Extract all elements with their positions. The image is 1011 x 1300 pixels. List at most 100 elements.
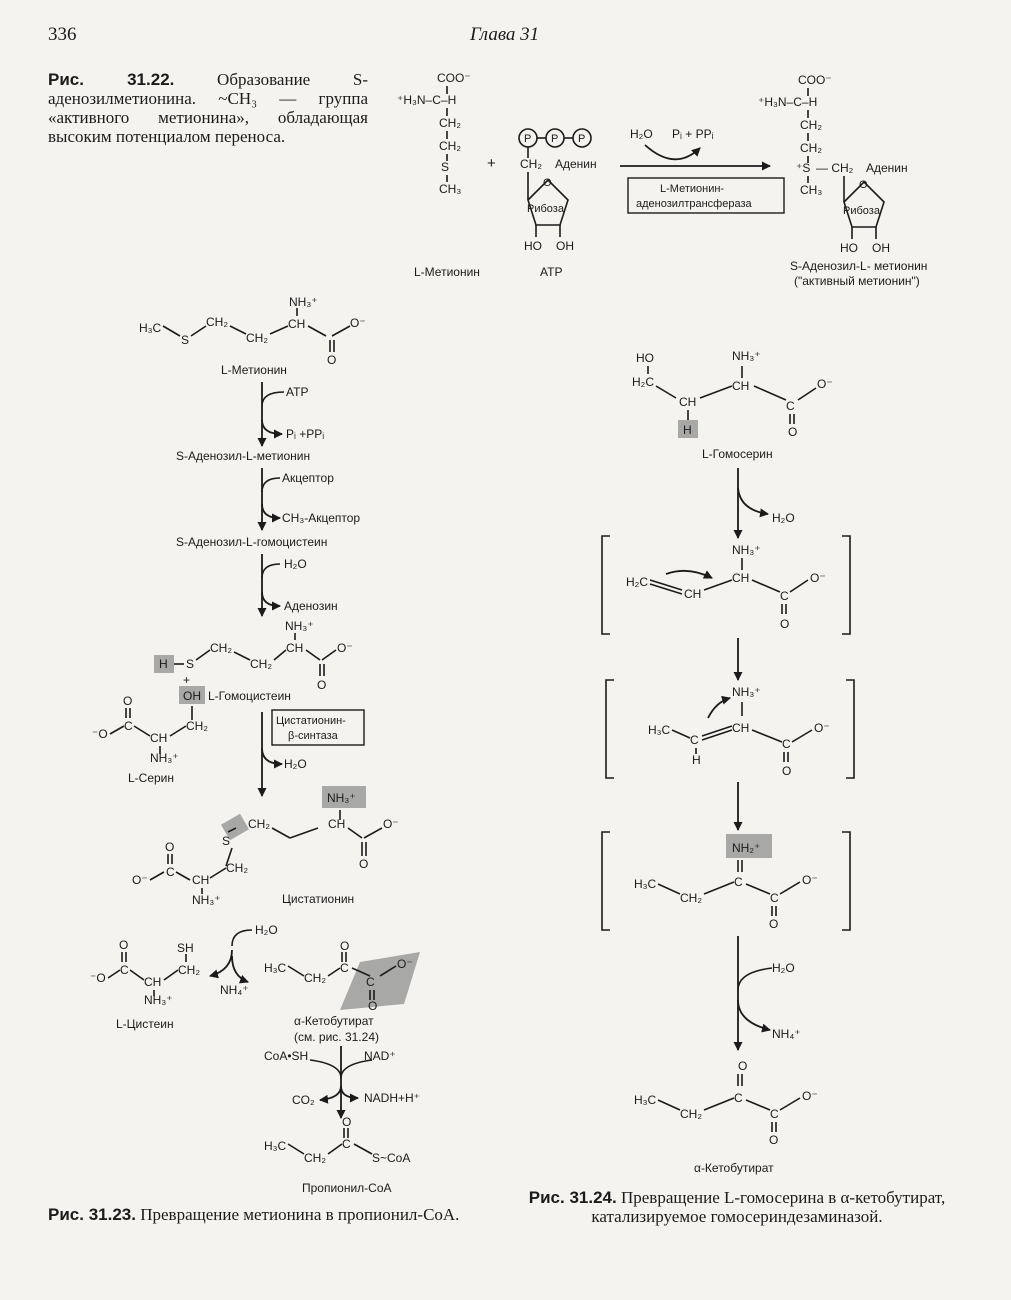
arrow-or-bracket [605,679,614,779]
carboxylate-oxygen-label: O⁻ [337,641,353,655]
sulfur-label: S [181,333,189,347]
bond-line [379,965,397,977]
carbon-label: C [786,399,795,413]
bond-line [701,725,733,737]
carbonyl-oxygen-label: O [769,1133,778,1147]
arrow-or-bracket [319,1085,342,1104]
compound-name: Пропионил-CoA [302,1181,392,1195]
bond-line [287,1143,305,1155]
ch2-label: CH₂ [304,1151,326,1165]
methyl-label: H₃C [139,321,162,335]
ammonium-label: NH₃⁺ [150,751,179,765]
fig-31-24-pathway: HO H₂C CH H CH NH₃⁺ C O O⁻ L-Гомосерин H… [601,349,855,1175]
bond-line [657,1099,681,1111]
hydrogen-label: H [159,657,168,671]
arrow-or-bracket [340,1059,373,1079]
arrow-or-bracket [644,144,701,161]
phosphate-label: P [524,133,531,145]
phosphate-label: P [551,133,558,145]
water-label: H₂O [630,127,653,141]
carbon-label: C [734,875,743,889]
thiol-label: SH [177,941,194,955]
bond-line [229,325,247,335]
arrow-or-bracket [665,569,713,579]
hydrogen-label: H [692,753,701,767]
caption-text: Превращение L-гомосерина в α-кетобутират… [591,1188,946,1226]
bond-line [162,325,181,337]
carboxylate-oxygen-label: O⁻ [383,817,399,831]
highlight-oh [179,686,205,704]
bond-line [195,649,211,661]
arrow-or-bracket [737,967,773,991]
arrow-or-bracket [842,831,851,931]
bond-line [353,1143,373,1155]
reactant-label: ATP [286,385,308,399]
highlight-nh2 [726,834,772,858]
bond-line [351,967,371,977]
bond-line [287,965,305,977]
ch-label: CH [732,379,749,393]
highlight-h [678,420,698,438]
sam-structure: COO⁻ ⁺H₃N–C–H CH₂ CH₂ ⁺S — CH₂ Аденин CH… [758,73,927,288]
adenine-label: Аденин [866,161,908,175]
ammonium-label: NH₃⁺ [732,543,761,557]
ammonium-label: NH₃⁺ [289,295,318,309]
compound-name: ("активный метионин") [794,274,920,288]
methyl-label: CH₃ [439,182,461,196]
highlight-carboxyl [340,952,420,1010]
intermediate-3: NH₂⁺ H₃C CH₂ C C O O⁻ [601,831,851,931]
phosphate-circle [572,128,592,148]
bond-line [321,649,337,661]
bond-line [655,385,677,399]
bond-line [649,579,683,591]
carbonyl-oxygen-label: O [780,617,789,631]
carbonyl-oxygen-label: O [738,1059,747,1073]
ch-label: CH [286,641,303,655]
carbon-label: C [166,865,175,879]
carboxylate-oxygen-label: O⁻ [397,957,413,971]
methyl-label: H₃C [648,723,671,737]
ch2-label: CH₂ [250,657,272,671]
caption-label: Рис. 31.22. [48,70,175,89]
carboxylate-oxygen-label: O⁻ [802,873,818,887]
carboxylate-oxygen-label: ⁻O [90,971,106,985]
arrow-or-bracket [261,391,285,407]
compound-name: L-Серин [128,771,174,785]
arrow-or-bracket [261,477,281,493]
intermediate-1: NH₃⁺ H₂C CH CH C O O⁻ [601,535,851,635]
ch2-label: CH₂ [680,1107,702,1121]
ch-label: CH [144,975,161,989]
carbon-label: C [690,733,699,747]
ch2-label: — CH₂ [816,161,854,175]
product-label: H₂O [284,757,307,771]
highlight-h [154,655,174,673]
reactant-label: H₂O [284,557,307,571]
cysteine-structure: ⁻O C O CH NH₃⁺ CH₂ SH L-Цистеин [90,938,200,1031]
caption-fig-31-24: Рис. 31.24. Превращение L-гомосерина в α… [512,1188,962,1226]
arrow-or-bracket [737,999,771,1033]
product-label: NH₄⁺ [220,983,249,997]
hydroxyl-label: OH [872,241,890,255]
compound-name: S-Аденозил-L-гомоцистеин [176,535,327,549]
enzyme-label: L-Метионин- [660,183,724,195]
bond-line [791,729,813,743]
arrow-or-bracket [340,1085,359,1103]
compound-name: L-Цистеин [116,1017,174,1031]
propionyl-coa-structure: H₃C CH₂ C O S~CoA Пропионил-CoA [264,1115,410,1195]
compound-name: L-Гомосерин [702,447,773,461]
cystathionine-structure: NH₃⁺ CH₂ CH O O⁻ S CH₂ CH NH₃⁺ C O [132,786,399,907]
ch2-label: CH₂ [178,963,200,977]
page-number: 336 [48,24,77,45]
carbon-label: C [770,891,779,905]
carboxylate-label: COO⁻ [798,73,832,87]
bond-line [107,969,121,979]
compound-name: α-Кетобутират [294,1014,374,1028]
bond-line [331,325,351,337]
carboxylate-oxygen-label: O⁻ [810,571,826,585]
ch2-label: CH₂ [800,118,822,132]
bond-line [347,827,363,839]
carbonyl-oxygen-label: O [788,425,797,439]
bond-line [327,967,341,977]
ch-label: CH [288,317,305,331]
ch-label: CH [732,571,749,585]
